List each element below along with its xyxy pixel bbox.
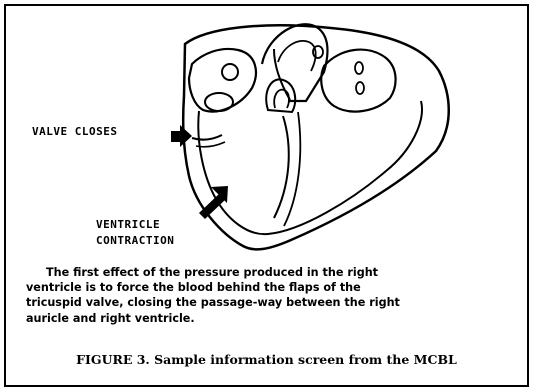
vessel-opening-right-b (356, 82, 364, 94)
explanation-line-2: ventricle is to force the blood behind t… (26, 280, 524, 295)
aorta (262, 24, 327, 101)
explanation-text: The first effect of the pressure produce… (26, 265, 524, 326)
valve-closes-label: VALVE CLOSES (32, 125, 117, 139)
right-auricle (321, 50, 395, 112)
tricuspid-valve (192, 135, 222, 140)
semilunar-valve (266, 79, 295, 112)
valve-arrow-icon (171, 125, 192, 147)
explanation-line-1: The first effect of the pressure produce… (26, 265, 524, 280)
vessel-opening-left (205, 93, 233, 111)
semilunar-valve-inner (274, 90, 289, 108)
contraction-arrow-icon (199, 186, 228, 219)
information-screen: VALVE CLOSES VENTRICLE CONTRACTION The f… (6, 6, 527, 385)
figure-caption: FIGURE 3. Sample information screen from… (6, 352, 527, 367)
explanation-line-4: auricle and right ventricle. (26, 311, 524, 326)
contraction-label: CONTRACTION (96, 234, 174, 248)
vessel-opening-right-a (355, 62, 363, 74)
information-screen-frame: VALVE CLOSES VENTRICLE CONTRACTION The f… (4, 4, 529, 387)
vessel-opening-left-top (222, 64, 238, 80)
ventricle-label: VENTRICLE (96, 218, 160, 232)
explanation-line-3: tricuspid valve, closing the passage-way… (26, 295, 524, 310)
vessel-opening-right-top (313, 46, 323, 58)
heart-septum (274, 116, 289, 218)
aorta-inner (278, 41, 316, 71)
ventricle-chamber (198, 101, 422, 234)
left-auricle (189, 49, 256, 112)
